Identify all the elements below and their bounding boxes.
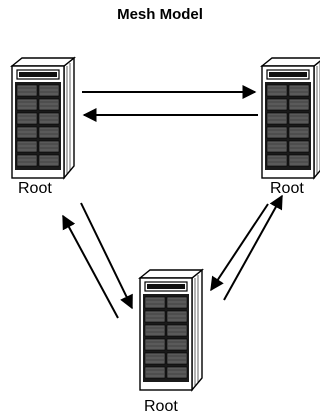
arrow-right-to-bottom <box>210 203 269 292</box>
diagram-title: Mesh Model <box>117 6 203 23</box>
server-right-icon <box>261 57 320 179</box>
server-left-icon <box>11 57 75 179</box>
arrow-bottom-to-right <box>223 194 283 301</box>
arrow-bottom-to-left <box>62 214 119 319</box>
arrow-left-to-bottom <box>80 202 133 310</box>
node-label-bottom: Root <box>144 398 178 415</box>
node-label-left: Root <box>18 180 52 197</box>
server-bottom-icon <box>139 269 203 391</box>
node-label-right: Root <box>270 180 304 197</box>
